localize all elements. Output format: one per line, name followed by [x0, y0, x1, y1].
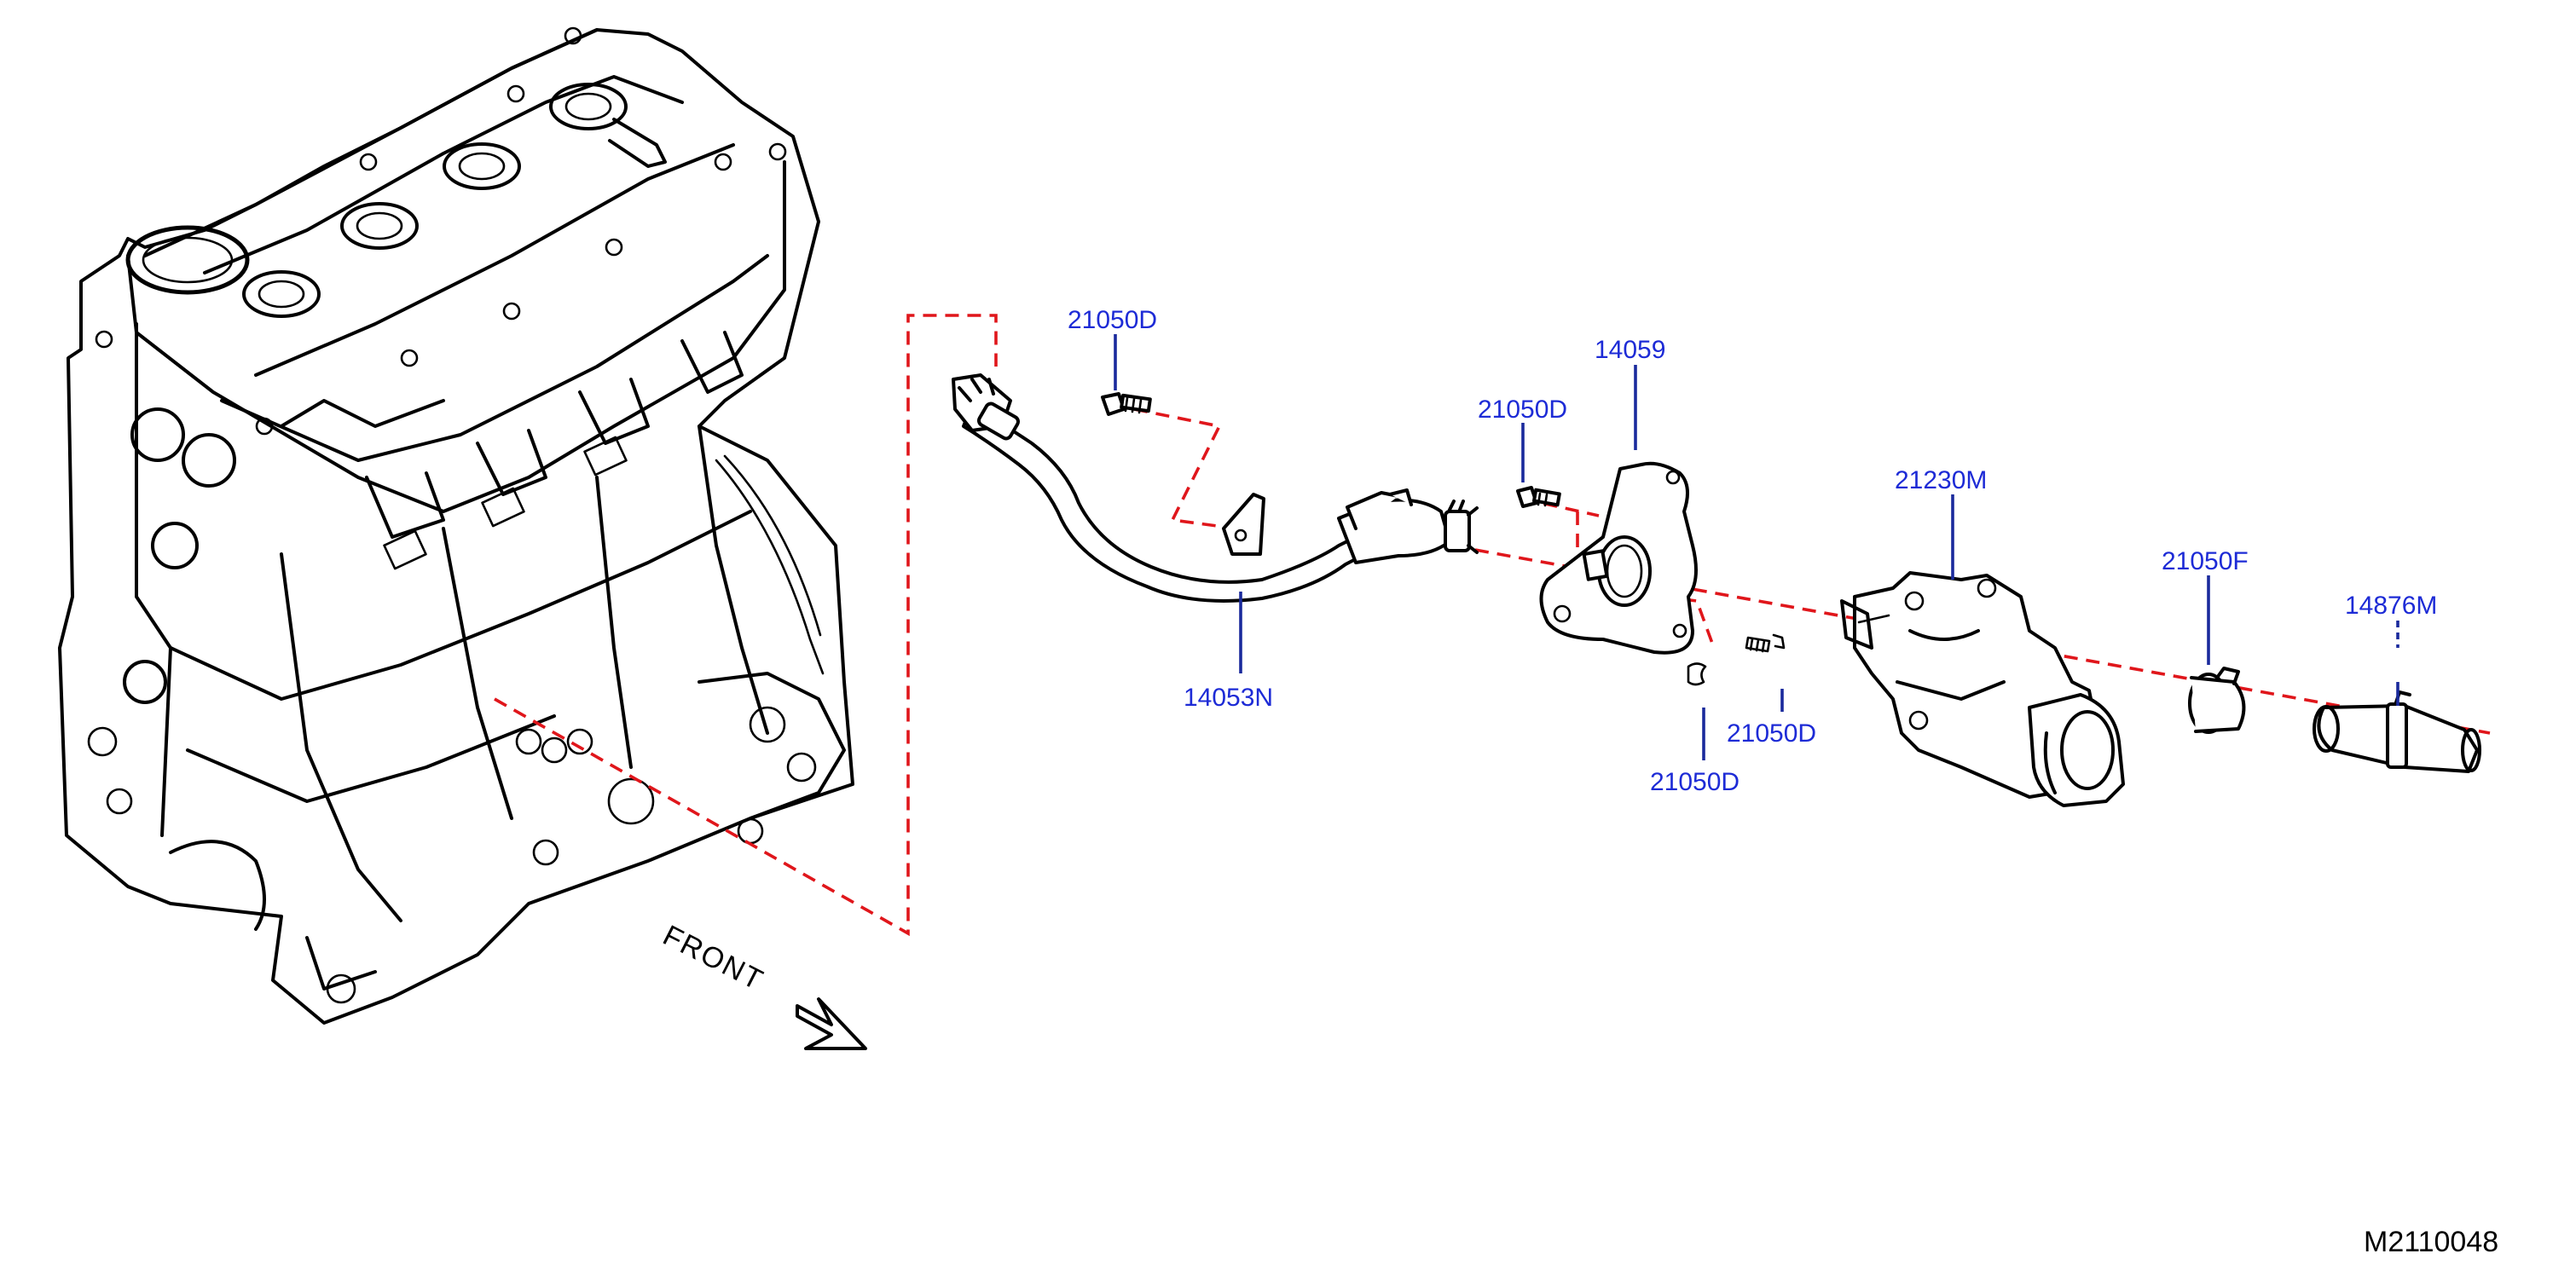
- engine-assembly-drawing: [58, 26, 854, 1025]
- spark-plug-holes: [242, 83, 628, 318]
- front-label: FRONT: [657, 919, 768, 997]
- callout-leaders: [1114, 334, 2399, 760]
- callouts: 21050D 14059 21050D 21230M 21050F 14876M…: [1068, 306, 2437, 796]
- callout-21050f: 21050F: [2162, 547, 2249, 575]
- part-14059-gasket: [1539, 461, 1698, 655]
- bolt-21050d-middle: [1516, 486, 1561, 508]
- front-arrow-icon: [796, 997, 867, 1050]
- part-21050f-clamp: [2188, 667, 2246, 734]
- callout-21050d-lower-left: 21050D: [1650, 768, 1740, 796]
- part-14053n-pipe: [952, 373, 1479, 603]
- callout-14059: 14059: [1595, 336, 1665, 364]
- callout-21050d-top: 21050D: [1068, 306, 1157, 334]
- callout-21050d-lower-right: 21050D: [1727, 719, 1816, 748]
- cover-bolts: [95, 26, 787, 436]
- part-21230m-housing: [1840, 571, 2125, 807]
- callout-21230m: 21230M: [1895, 466, 1987, 494]
- callout-14053n: 14053N: [1184, 684, 1273, 712]
- figure-id: M2110048: [2364, 1226, 2498, 1258]
- callout-21050d-middle: 21050D: [1478, 396, 1567, 424]
- part-14876m-hose: [2313, 690, 2481, 773]
- bolt-21050d-upper-left: [1101, 392, 1152, 416]
- small-bolts-lower: [1687, 633, 1786, 686]
- front-direction-indicator: FRONT: [657, 919, 867, 1050]
- callout-14876m: 14876M: [2345, 592, 2437, 620]
